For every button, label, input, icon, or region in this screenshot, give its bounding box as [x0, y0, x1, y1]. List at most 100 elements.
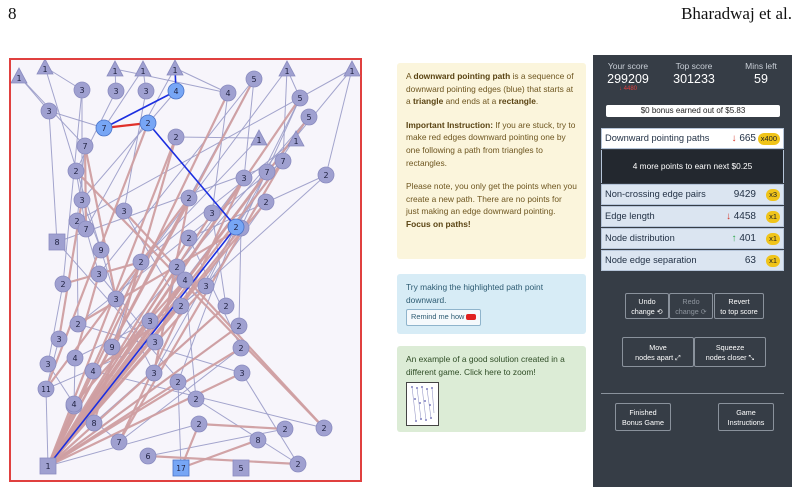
graph-edge	[47, 347, 242, 467]
graph-node-circle[interactable]	[73, 81, 91, 99]
graph-node-circle[interactable]	[103, 338, 121, 356]
remind-me-button[interactable]: Remind me how	[406, 309, 482, 326]
graph-node-circle[interactable]	[300, 108, 318, 126]
graph-svg[interactable]: 1111111113333445557722723273223328732292…	[11, 60, 364, 484]
graph-node-square[interactable]	[39, 457, 57, 475]
metric-node-edge-separation: Node edge separation 63 x1	[601, 250, 784, 271]
graph-node-triangle[interactable]	[11, 67, 28, 84]
example-panel[interactable]: An example of a good solution created in…	[397, 346, 586, 432]
graph-canvas[interactable]: 1111111113333445557722723273223328732292…	[9, 58, 362, 482]
graph-node-circle[interactable]	[107, 82, 125, 100]
graph-node-circle[interactable]	[139, 114, 157, 132]
graph-node-circle[interactable]	[54, 275, 72, 293]
graph-node-circle[interactable]	[172, 297, 190, 315]
graph-node-circle[interactable]	[190, 415, 208, 433]
graph-node-circle[interactable]	[50, 330, 68, 348]
redo-label-2: change ⟳	[675, 307, 707, 316]
graph-edge	[325, 68, 353, 176]
graph-node-circle[interactable]	[90, 265, 108, 283]
graph-node-circle[interactable]	[249, 431, 267, 449]
graph-node-triangle[interactable]	[250, 129, 268, 146]
graph-node-circle[interactable]	[245, 70, 263, 88]
graph-node-label: 1	[16, 74, 21, 83]
graph-node-label: 1	[172, 66, 177, 75]
graph-node-circle[interactable]	[66, 349, 84, 367]
graph-node-circle[interactable]	[230, 317, 248, 335]
graph-node-triangle[interactable]	[36, 60, 54, 75]
graph-node-circle[interactable]	[167, 128, 185, 146]
graph-node-circle[interactable]	[76, 137, 94, 155]
graph-node-circle[interactable]	[69, 315, 87, 333]
graph-node-circle[interactable]	[141, 312, 159, 330]
graph-node-circle[interactable]	[180, 229, 198, 247]
graph-node-circle[interactable]	[203, 204, 221, 222]
graph-node-circle[interactable]	[180, 189, 198, 207]
graph-node-circle[interactable]	[257, 193, 275, 211]
graph-node-circle[interactable]	[197, 277, 215, 295]
graph-node-circle[interactable]	[169, 373, 187, 391]
graph-node-circle[interactable]	[167, 82, 185, 100]
graph-node-circle[interactable]	[95, 119, 113, 137]
graph-node-square[interactable]	[48, 233, 66, 251]
graph-node-circle[interactable]	[67, 162, 85, 180]
graph-node-circle[interactable]	[227, 218, 245, 236]
graph-node-square[interactable]	[172, 459, 190, 477]
graph-node-label: 2	[138, 258, 143, 267]
graph-node-circle[interactable]	[132, 253, 150, 271]
graph-node-circle[interactable]	[235, 169, 253, 187]
graph-node-triangle[interactable]	[278, 60, 296, 77]
graph-node-circle[interactable]	[65, 395, 83, 413]
graph-node-circle[interactable]	[137, 82, 155, 100]
graph-node-circle[interactable]	[317, 166, 335, 184]
graph-node-label: 4	[173, 87, 178, 96]
graph-node-triangle[interactable]	[166, 60, 184, 76]
graph-node-square[interactable]	[232, 459, 250, 477]
graph-node-circle[interactable]	[146, 333, 164, 351]
graph-node-circle[interactable]	[145, 364, 163, 382]
graph-node-circle[interactable]	[258, 163, 276, 181]
graph-node-circle[interactable]	[217, 297, 235, 315]
example-thumbnail[interactable]	[406, 382, 439, 427]
graph-node-circle[interactable]	[92, 241, 110, 259]
graph-node-circle[interactable]	[73, 191, 91, 209]
graph-node-circle[interactable]	[187, 390, 205, 408]
graph-node-label: 2	[196, 420, 201, 429]
graph-edge	[47, 283, 64, 365]
graph-node-circle[interactable]	[40, 102, 58, 120]
graph-edge	[98, 78, 255, 275]
graph-node-circle[interactable]	[233, 364, 251, 382]
graph-node-circle[interactable]	[274, 152, 292, 170]
graph-node-circle[interactable]	[291, 89, 309, 107]
graph-node-circle[interactable]	[77, 220, 95, 238]
graph-edge	[77, 227, 242, 325]
graph-node-circle[interactable]	[115, 202, 133, 220]
graph-node-circle[interactable]	[39, 355, 57, 373]
graph-node-triangle[interactable]	[134, 60, 152, 77]
graph-node-circle[interactable]	[85, 414, 103, 432]
graph-node-circle[interactable]	[276, 420, 294, 438]
graph-node-triangle[interactable]	[106, 60, 124, 77]
graph-node-circle[interactable]	[84, 362, 102, 380]
graph-node-circle[interactable]	[110, 433, 128, 451]
graph-node-circle[interactable]	[219, 84, 237, 102]
graph-node-circle[interactable]	[176, 271, 194, 289]
graph-node-triangle[interactable]	[287, 130, 305, 147]
graph-node-circle[interactable]	[232, 339, 250, 357]
graph-node-triangle[interactable]	[343, 60, 361, 77]
multiplier-badge: x1	[766, 255, 780, 267]
graph-node-label: 2	[173, 133, 178, 142]
graph-node-circle[interactable]	[289, 455, 307, 473]
graph-node-circle[interactable]	[107, 290, 125, 308]
graph-node-circle[interactable]	[168, 258, 186, 276]
metric-value: 9429	[733, 189, 756, 200]
graph-node-circle[interactable]	[139, 447, 157, 465]
graph-node-circle[interactable]	[37, 380, 55, 398]
graph-node-circle[interactable]	[315, 419, 333, 437]
